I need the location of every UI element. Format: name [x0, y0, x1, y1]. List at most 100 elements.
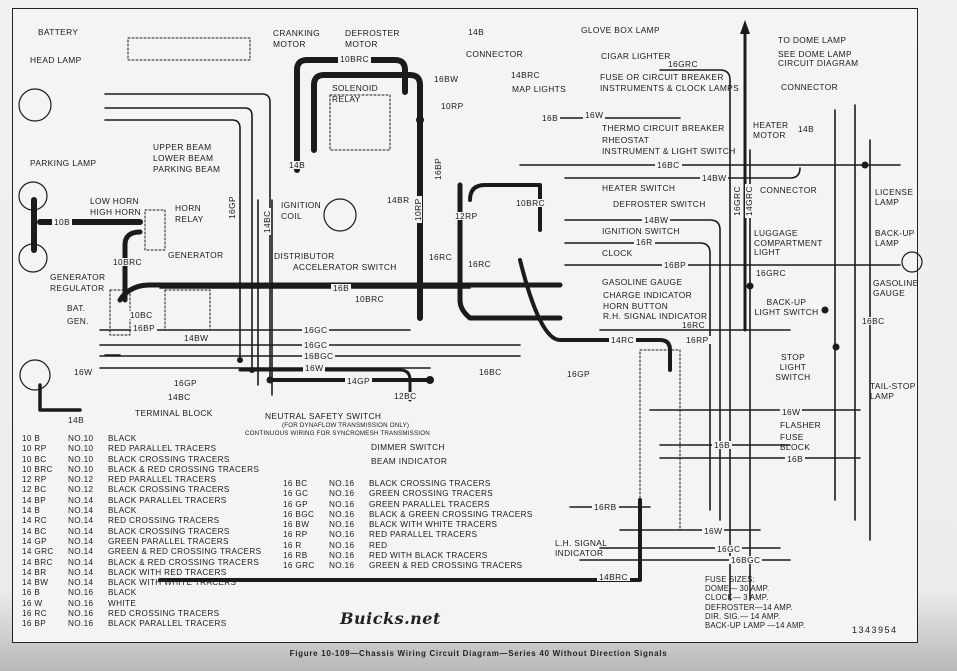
legend-description: BLACK CROSSING TRACERS [108, 454, 230, 464]
wire-label: 14B [66, 415, 87, 425]
legend-description: GREEN PARALLEL TRACERS [369, 499, 490, 509]
solenoid-box [329, 94, 391, 151]
drawing-number: 1343954 [852, 625, 898, 635]
label-map-lights: MAP LIGHTS [512, 84, 567, 94]
legend-code: 14 BP [22, 495, 47, 505]
label-heater-motor: HEATER MOTOR [753, 120, 789, 140]
legend-description: RED PARALLEL TRACERS [369, 530, 478, 540]
legend-gauge: NO.12 [68, 475, 94, 485]
label-charge-indicator: CHARGE INDICATOR [603, 290, 693, 300]
label-high-horn: HIGH HORN [90, 207, 142, 217]
label-gasoline-gauge-tank: GASOLINE GAUGE [873, 278, 919, 298]
wire-label: 16BP [433, 155, 443, 182]
wire-label: 16B [540, 113, 561, 123]
wire-label: 10B [52, 217, 73, 227]
wire-label: 16W [303, 363, 326, 373]
wire-label: 14GRC [744, 184, 754, 218]
legend-description: RED [369, 540, 388, 550]
label-horn-relay: HORN RELAY [175, 203, 204, 224]
label-neutral-note-2: CONTINUOUS WIRING FOR SYNCROMESH TRANSMI… [245, 430, 430, 437]
legend-gauge: NO.16 [329, 551, 355, 561]
label-rheostat: RHEOSTAT [602, 135, 650, 145]
fuse-size-line: BACK-UP LAMP —14 AMP. [705, 621, 806, 631]
legend-gauge: NO.14 [68, 557, 94, 567]
legend-gauge: NO.16 [68, 598, 94, 608]
legend-code: 16 BGC [283, 509, 315, 519]
wire-battery-cable [311, 72, 423, 321]
label-horn-button: HORN BUTTON [603, 301, 669, 311]
label-low-horn: LOW HORN [90, 196, 139, 206]
wire-label: 12RP [453, 211, 480, 221]
legend-code: 16 BP [22, 619, 47, 629]
legend-gauge: NO.14 [68, 567, 94, 577]
wire-label: 16RC [680, 320, 708, 330]
label-defroster-motor: DEFROSTER MOTOR [345, 28, 400, 49]
label-luggage-light: LUGGAGE COMPARTMENT LIGHT [754, 228, 823, 257]
legend-description: GREEN & RED CROSSING TRACERS [369, 561, 523, 571]
wire-10brc-gen [122, 229, 143, 303]
wire-label: 16BW [432, 74, 461, 84]
legend-code: 10 RP [22, 444, 47, 454]
wire-label: 14BC [262, 208, 272, 235]
figure-caption: Figure 10-109—Chassis Wiring Circuit Dia… [289, 649, 668, 658]
legend-description: GREEN & RED CROSSING TRACERS [108, 547, 262, 557]
legend-code: 16 RP [283, 530, 308, 540]
low-horn-icon [18, 181, 48, 211]
fuse-sizes-note: FUSE SIZES: DOME— 30 AMP. CLOCK— 3 AMP. … [705, 575, 805, 630]
label-stop-light-switch: STOP LIGHT SWITCH [775, 352, 811, 382]
legend-row: 16 GRC NO.16 GREEN & RED CROSSING TRACERS [283, 561, 533, 571]
wire-label: 14RC [609, 335, 637, 345]
label-defroster-switch: DEFROSTER SWITCH [613, 199, 706, 209]
wire-label: 16B [712, 440, 733, 450]
legend-gauge: NO.12 [68, 485, 94, 495]
fuse-size-line: DOME— 30 AMP. [705, 584, 770, 594]
junction-dot [426, 376, 434, 384]
wire-lower-beam [104, 107, 253, 371]
label-generator: GENERATOR [168, 250, 224, 260]
legend-description: BLACK & GREEN CROSSING TRACERS [369, 509, 533, 519]
wire-label: 10BRC [353, 294, 386, 304]
legend-description: BLACK & RED CROSSING TRACERS [108, 464, 260, 474]
legend-gauge: NO.16 [329, 561, 355, 571]
legend-description: BLACK [108, 588, 137, 598]
wire-10brc-low [117, 282, 563, 303]
legend-description: BLACK CROSSING TRACERS [369, 479, 491, 488]
wire-upper-beam [104, 93, 271, 381]
wire-label: 16W [702, 526, 725, 536]
legend-code: 16 GRC [283, 561, 315, 571]
wire-label: 16GC [302, 325, 330, 335]
wire-label: 14B [287, 160, 308, 170]
wire-label: 10BC [128, 310, 155, 320]
label-parking-lamp: PARKING LAMP [30, 158, 97, 168]
legend-code: 10 BRC [22, 464, 53, 474]
label-accelerator-switch: ACCELERATOR SWITCH [293, 262, 397, 272]
legend-description: BLACK WITH RED TRACERS [108, 567, 227, 577]
wire-label: 10BRC [111, 257, 144, 267]
legend-code: 14 BW [22, 578, 49, 588]
wire-label: 16GRC [754, 268, 788, 278]
legend-gauge: NO.16 [329, 520, 355, 530]
wire-label: 16BC [655, 160, 682, 170]
legend-gauge: NO.16 [329, 499, 355, 509]
wire-14gp [238, 368, 412, 402]
distributor-icon [323, 198, 357, 232]
battery-outline [127, 37, 251, 61]
legend-code: 10 B [22, 434, 41, 443]
wire-label: 14BC [166, 392, 193, 402]
label-cigar-lighter: CIGAR LIGHTER [601, 51, 671, 61]
legend-description: BLACK PARALLEL TRACERS [108, 495, 227, 505]
wire-label: 14BW [182, 333, 211, 343]
diagram-frame [12, 8, 918, 643]
